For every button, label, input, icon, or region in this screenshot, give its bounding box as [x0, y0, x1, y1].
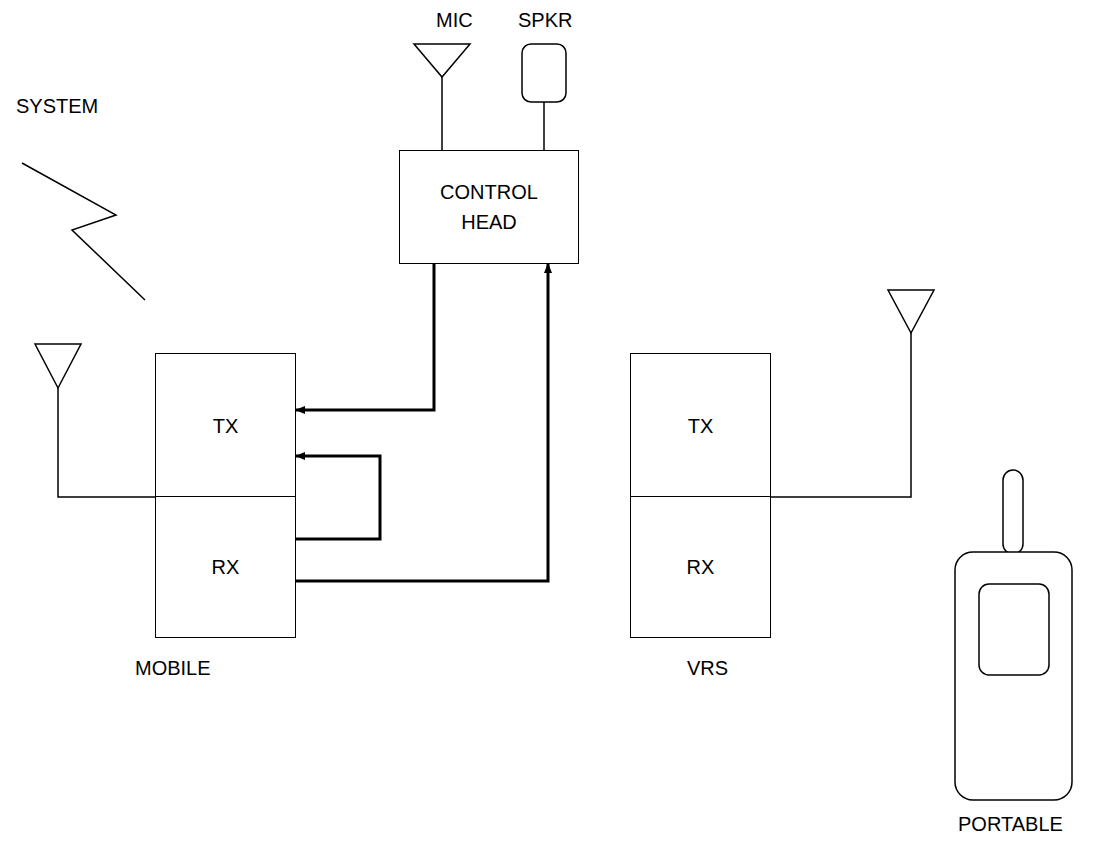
box-text: TX	[688, 411, 714, 441]
signal-connector	[296, 264, 434, 410]
speaker-symbol	[522, 44, 566, 102]
mic-symbol	[414, 44, 470, 77]
signal-connector	[296, 264, 548, 581]
speaker-wire	[543, 102, 545, 151]
system-label: SYSTEM	[16, 94, 98, 118]
antenna-feed	[769, 333, 911, 497]
transmitter-box: TX	[630, 353, 771, 498]
transmitter-box: TX	[155, 353, 296, 498]
receiver-box: RX	[630, 496, 771, 638]
unit-label: VRS	[687, 656, 728, 680]
control-head-box: CONTROL HEAD	[399, 150, 579, 264]
radio-link-symbol	[22, 163, 145, 300]
device-label: PORTABLE	[958, 812, 1063, 836]
box-text: TX	[213, 411, 239, 441]
antenna-feed	[58, 388, 156, 497]
mic-wire	[441, 77, 443, 151]
signal-connector	[296, 456, 380, 539]
box-text: CONTROL HEAD	[429, 177, 549, 237]
box-text: RX	[687, 552, 715, 582]
portable-screen	[979, 584, 1049, 675]
receiver-box: RX	[155, 496, 296, 638]
speaker-label: SPKR	[518, 8, 572, 32]
portable-body	[955, 552, 1072, 800]
unit-label: MOBILE	[135, 656, 211, 680]
antenna-symbol	[35, 344, 81, 388]
portable-antenna	[1003, 470, 1023, 554]
box-text: RX	[212, 552, 240, 582]
antenna-symbol	[888, 290, 934, 333]
mic-label: MIC	[436, 8, 473, 32]
